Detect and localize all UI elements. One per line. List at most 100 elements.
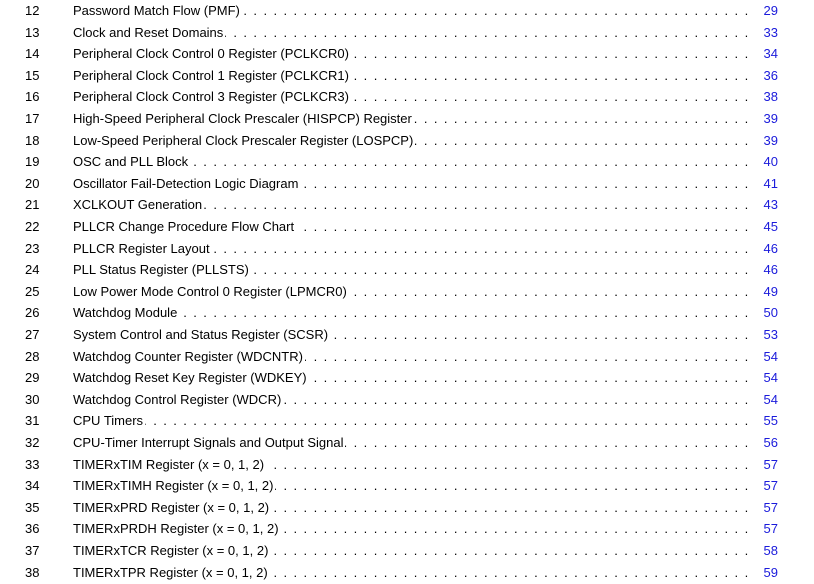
entry-page-link[interactable]: 50 — [763, 305, 778, 321]
entry-title[interactable]: Watchdog Module — [73, 305, 180, 321]
entry-page-link[interactable]: 57 — [763, 521, 778, 537]
entry-title-wrap: Watchdog Module — [73, 302, 756, 323]
entry-title[interactable]: PLL Status Register (PLLSTS) — [73, 262, 251, 278]
entry-page-link[interactable]: 54 — [763, 348, 778, 364]
entry-page-link[interactable]: 55 — [763, 413, 778, 429]
entry-title[interactable]: Low-Speed Peripheral Clock Prescaler Reg… — [73, 132, 416, 148]
toc-entry[interactable]: 18. . . . . . . . . . . . . . . . . . . … — [0, 130, 814, 151]
toc-entry[interactable]: 34. . . . . . . . . . . . . . . . . . . … — [0, 475, 814, 496]
entry-page-link[interactable]: 29 — [763, 3, 778, 18]
toc-entry[interactable]: 32. . . . . . . . . . . . . . . . . . . … — [0, 432, 814, 453]
entry-number: 29 — [25, 370, 40, 386]
dot-leader: . . . . . . . . . . . . . . . . . . . . … — [73, 3, 754, 18]
entry-title[interactable]: Peripheral Clock Control 0 Register (PCL… — [73, 46, 351, 62]
entry-title-wrap: TIMERxTIMH Register (x = 0, 1, 2) — [73, 475, 756, 496]
entry-title[interactable]: Peripheral Clock Control 3 Register (PCL… — [73, 89, 351, 105]
entry-page-link[interactable]: 45 — [763, 219, 778, 234]
entry-title[interactable]: TIMERxPRDH Register (x = 0, 1, 2) — [73, 521, 281, 537]
entry-title[interactable]: PLLCR Register Layout — [73, 240, 212, 256]
entry-page-link[interactable]: 57 — [763, 499, 778, 515]
entry-title[interactable]: Watchdog Counter Register (WDCNTR) — [73, 348, 305, 364]
entry-page-link[interactable]: 46 — [763, 240, 778, 256]
entry-number: 27 — [25, 327, 40, 342]
entry-page-link[interactable]: 57 — [763, 456, 778, 472]
entry-title[interactable]: Clock and Reset Domains — [73, 24, 226, 40]
entry-page-link[interactable]: 58 — [763, 543, 778, 558]
entry-page-link[interactable]: 54 — [763, 391, 778, 407]
entry-page-link[interactable]: 36 — [763, 67, 778, 83]
toc-entry[interactable]: 12. . . . . . . . . . . . . . . . . . . … — [0, 0, 814, 21]
toc-entry[interactable]: 13. . . . . . . . . . . . . . . . . . . … — [0, 22, 814, 43]
entry-title[interactable]: TIMERxTPR Register (x = 0, 1, 2) — [73, 564, 270, 580]
toc-entry[interactable]: 25. . . . . . . . . . . . . . . . . . . … — [0, 281, 814, 302]
entry-page-link[interactable]: 38 — [763, 89, 778, 105]
toc-entry[interactable]: 14. . . . . . . . . . . . . . . . . . . … — [0, 43, 814, 64]
entry-number: 16 — [25, 89, 40, 105]
toc-entry[interactable]: 38. . . . . . . . . . . . . . . . . . . … — [0, 562, 814, 583]
entry-title[interactable]: TIMERxPRD Register (x = 0, 1, 2) — [73, 499, 272, 515]
toc-entry[interactable]: 21. . . . . . . . . . . . . . . . . . . … — [0, 194, 814, 215]
toc-entry[interactable]: 26. . . . . . . . . . . . . . . . . . . … — [0, 302, 814, 323]
entry-title-wrap: Peripheral Clock Control 3 Register (PCL… — [73, 86, 756, 107]
entry-title-wrap: System Control and Status Register (SCSR… — [73, 324, 756, 345]
entry-title[interactable]: System Control and Status Register (SCSR… — [73, 327, 331, 342]
entry-page-link[interactable]: 49 — [763, 283, 778, 299]
entry-title[interactable]: OSC and PLL Block — [73, 154, 191, 170]
entry-title[interactable]: Peripheral Clock Control 1 Register (PCL… — [73, 67, 351, 83]
entry-title[interactable]: PLLCR Change Procedure Flow Chart — [73, 219, 297, 234]
entry-page-link[interactable]: 41 — [763, 175, 778, 191]
entry-title[interactable]: Watchdog Reset Key Register (WDKEY) — [73, 370, 309, 386]
entry-number: 31 — [25, 413, 40, 429]
entry-page-link[interactable]: 39 — [763, 111, 778, 126]
entry-page-link[interactable]: 53 — [763, 327, 778, 342]
toc-entry[interactable]: 37. . . . . . . . . . . . . . . . . . . … — [0, 540, 814, 561]
entry-page-link[interactable]: 54 — [763, 370, 778, 386]
entry-page-link[interactable]: 57 — [763, 478, 778, 494]
entry-title-wrap: CPU-Timer Interrupt Signals and Output S… — [73, 432, 756, 453]
toc-entry[interactable]: 35. . . . . . . . . . . . . . . . . . . … — [0, 497, 814, 518]
entry-page-link[interactable]: 40 — [763, 154, 778, 170]
toc-entry[interactable]: 22. . . . . . . . . . . . . . . . . . . … — [0, 216, 814, 237]
entry-page-link[interactable]: 34 — [763, 46, 778, 62]
entry-title-wrap: Low Power Mode Control 0 Register (LPMCR… — [73, 281, 756, 302]
toc-entry[interactable]: 23. . . . . . . . . . . . . . . . . . . … — [0, 238, 814, 259]
toc-entry[interactable]: 33. . . . . . . . . . . . . . . . . . . … — [0, 454, 814, 475]
entry-title[interactable]: Watchdog Control Register (WDCR) — [73, 391, 284, 407]
entry-title[interactable]: Low Power Mode Control 0 Register (LPMCR… — [73, 283, 349, 299]
toc-entry[interactable]: 31 . . . . . . . . . . . . . . . . . . . … — [0, 410, 814, 431]
toc-entry[interactable]: 15. . . . . . . . . . . . . . . . . . . … — [0, 65, 814, 86]
entry-title[interactable]: XCLKOUT Generation — [73, 197, 205, 213]
toc-entry[interactable]: 24. . . . . . . . . . . . . . . . . . . … — [0, 259, 814, 280]
toc-entry[interactable]: 20. . . . . . . . . . . . . . . . . . . … — [0, 173, 814, 194]
entry-title[interactable]: Password Match Flow (PMF) — [73, 3, 242, 18]
entry-title[interactable]: High-Speed Peripheral Clock Prescaler (H… — [73, 111, 414, 126]
entry-title[interactable]: Oscillator Fail-Detection Logic Diagram — [73, 175, 301, 191]
toc-entry[interactable]: 30. . . . . . . . . . . . . . . . . . . … — [0, 389, 814, 410]
toc-entry[interactable]: 29. . . . . . . . . . . . . . . . . . . … — [0, 367, 814, 388]
entry-title-wrap: TIMERxTIM Register (x = 0, 1, 2) — [73, 454, 756, 475]
entry-page-link[interactable]: 56 — [763, 435, 778, 450]
entry-title-wrap: XCLKOUT Generation — [73, 194, 756, 215]
entry-title-wrap: Watchdog Reset Key Register (WDKEY) — [73, 367, 756, 388]
entry-title[interactable]: TIMERxTCR Register (x = 0, 1, 2) — [73, 543, 271, 558]
entry-page-link[interactable]: 39 — [763, 132, 778, 148]
entry-page-link[interactable]: 33 — [763, 24, 778, 40]
entry-number: 34 — [25, 478, 40, 494]
toc-entry[interactable]: 17. . . . . . . . . . . . . . . . . . . … — [0, 108, 814, 129]
entry-title[interactable]: TIMERxTIMH Register (x = 0, 1, 2) — [73, 478, 276, 494]
toc-entry[interactable]: 27. . . . . . . . . . . . . . . . . . . … — [0, 324, 814, 345]
entry-page-link[interactable]: 59 — [763, 564, 778, 580]
entry-title-wrap: High-Speed Peripheral Clock Prescaler (H… — [73, 108, 756, 129]
toc-entry[interactable]: 19. . . . . . . . . . . . . . . . . . . … — [0, 151, 814, 172]
entry-title[interactable]: TIMERxTIM Register (x = 0, 1, 2) — [73, 456, 267, 472]
entry-title[interactable]: CPU-Timer Interrupt Signals and Output S… — [73, 435, 346, 450]
entry-title[interactable]: CPU Timers — [73, 413, 146, 429]
dot-leader: . . . . . . . . . . . . . . . . . . . . … — [73, 413, 754, 429]
toc-entry[interactable]: 16. . . . . . . . . . . . . . . . . . . … — [0, 86, 814, 107]
entry-page-link[interactable]: 46 — [763, 262, 778, 278]
entry-title-wrap: Oscillator Fail-Detection Logic Diagram — [73, 173, 756, 194]
entry-page-link[interactable]: 43 — [763, 197, 778, 213]
toc-entry[interactable]: 36. . . . . . . . . . . . . . . . . . . … — [0, 518, 814, 539]
dot-leader: . . . . . . . . . . . . . . . . . . . . … — [73, 24, 754, 40]
toc-entry[interactable]: 28. . . . . . . . . . . . . . . . . . . … — [0, 346, 814, 367]
